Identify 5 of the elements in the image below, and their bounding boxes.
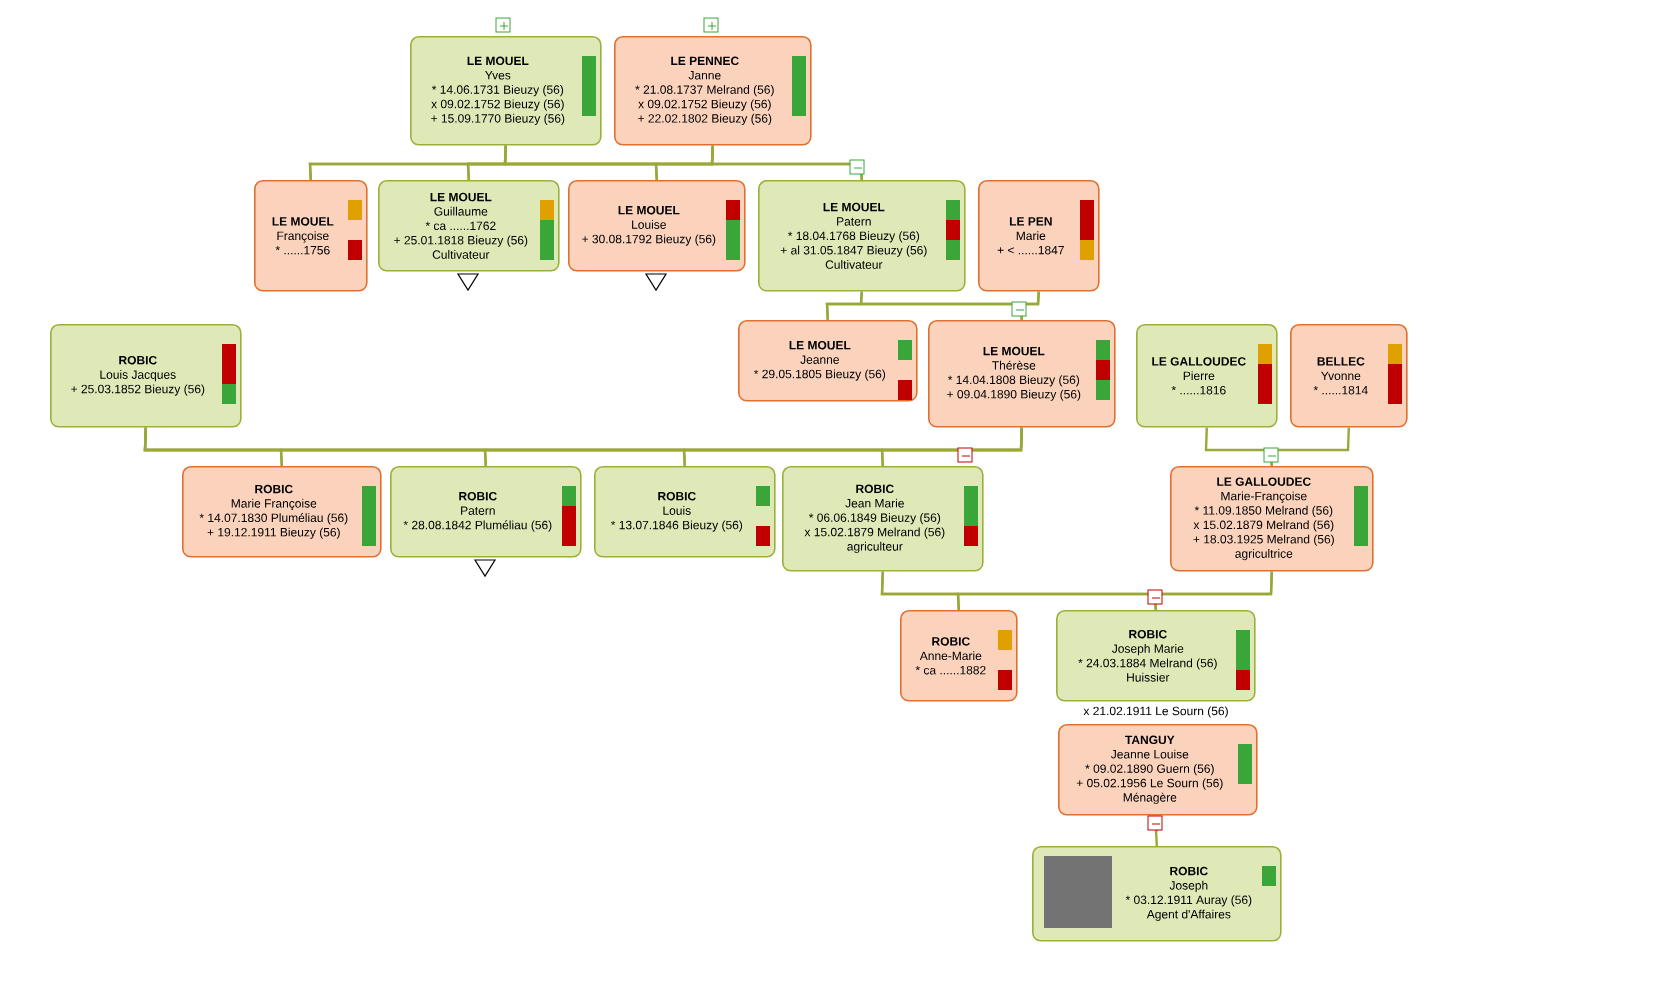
connector-line [1019,291,1040,321]
connector-line [710,145,863,181]
connector-line [880,427,1023,467]
connector-line [1153,571,1273,611]
connector-line [1269,427,1350,467]
